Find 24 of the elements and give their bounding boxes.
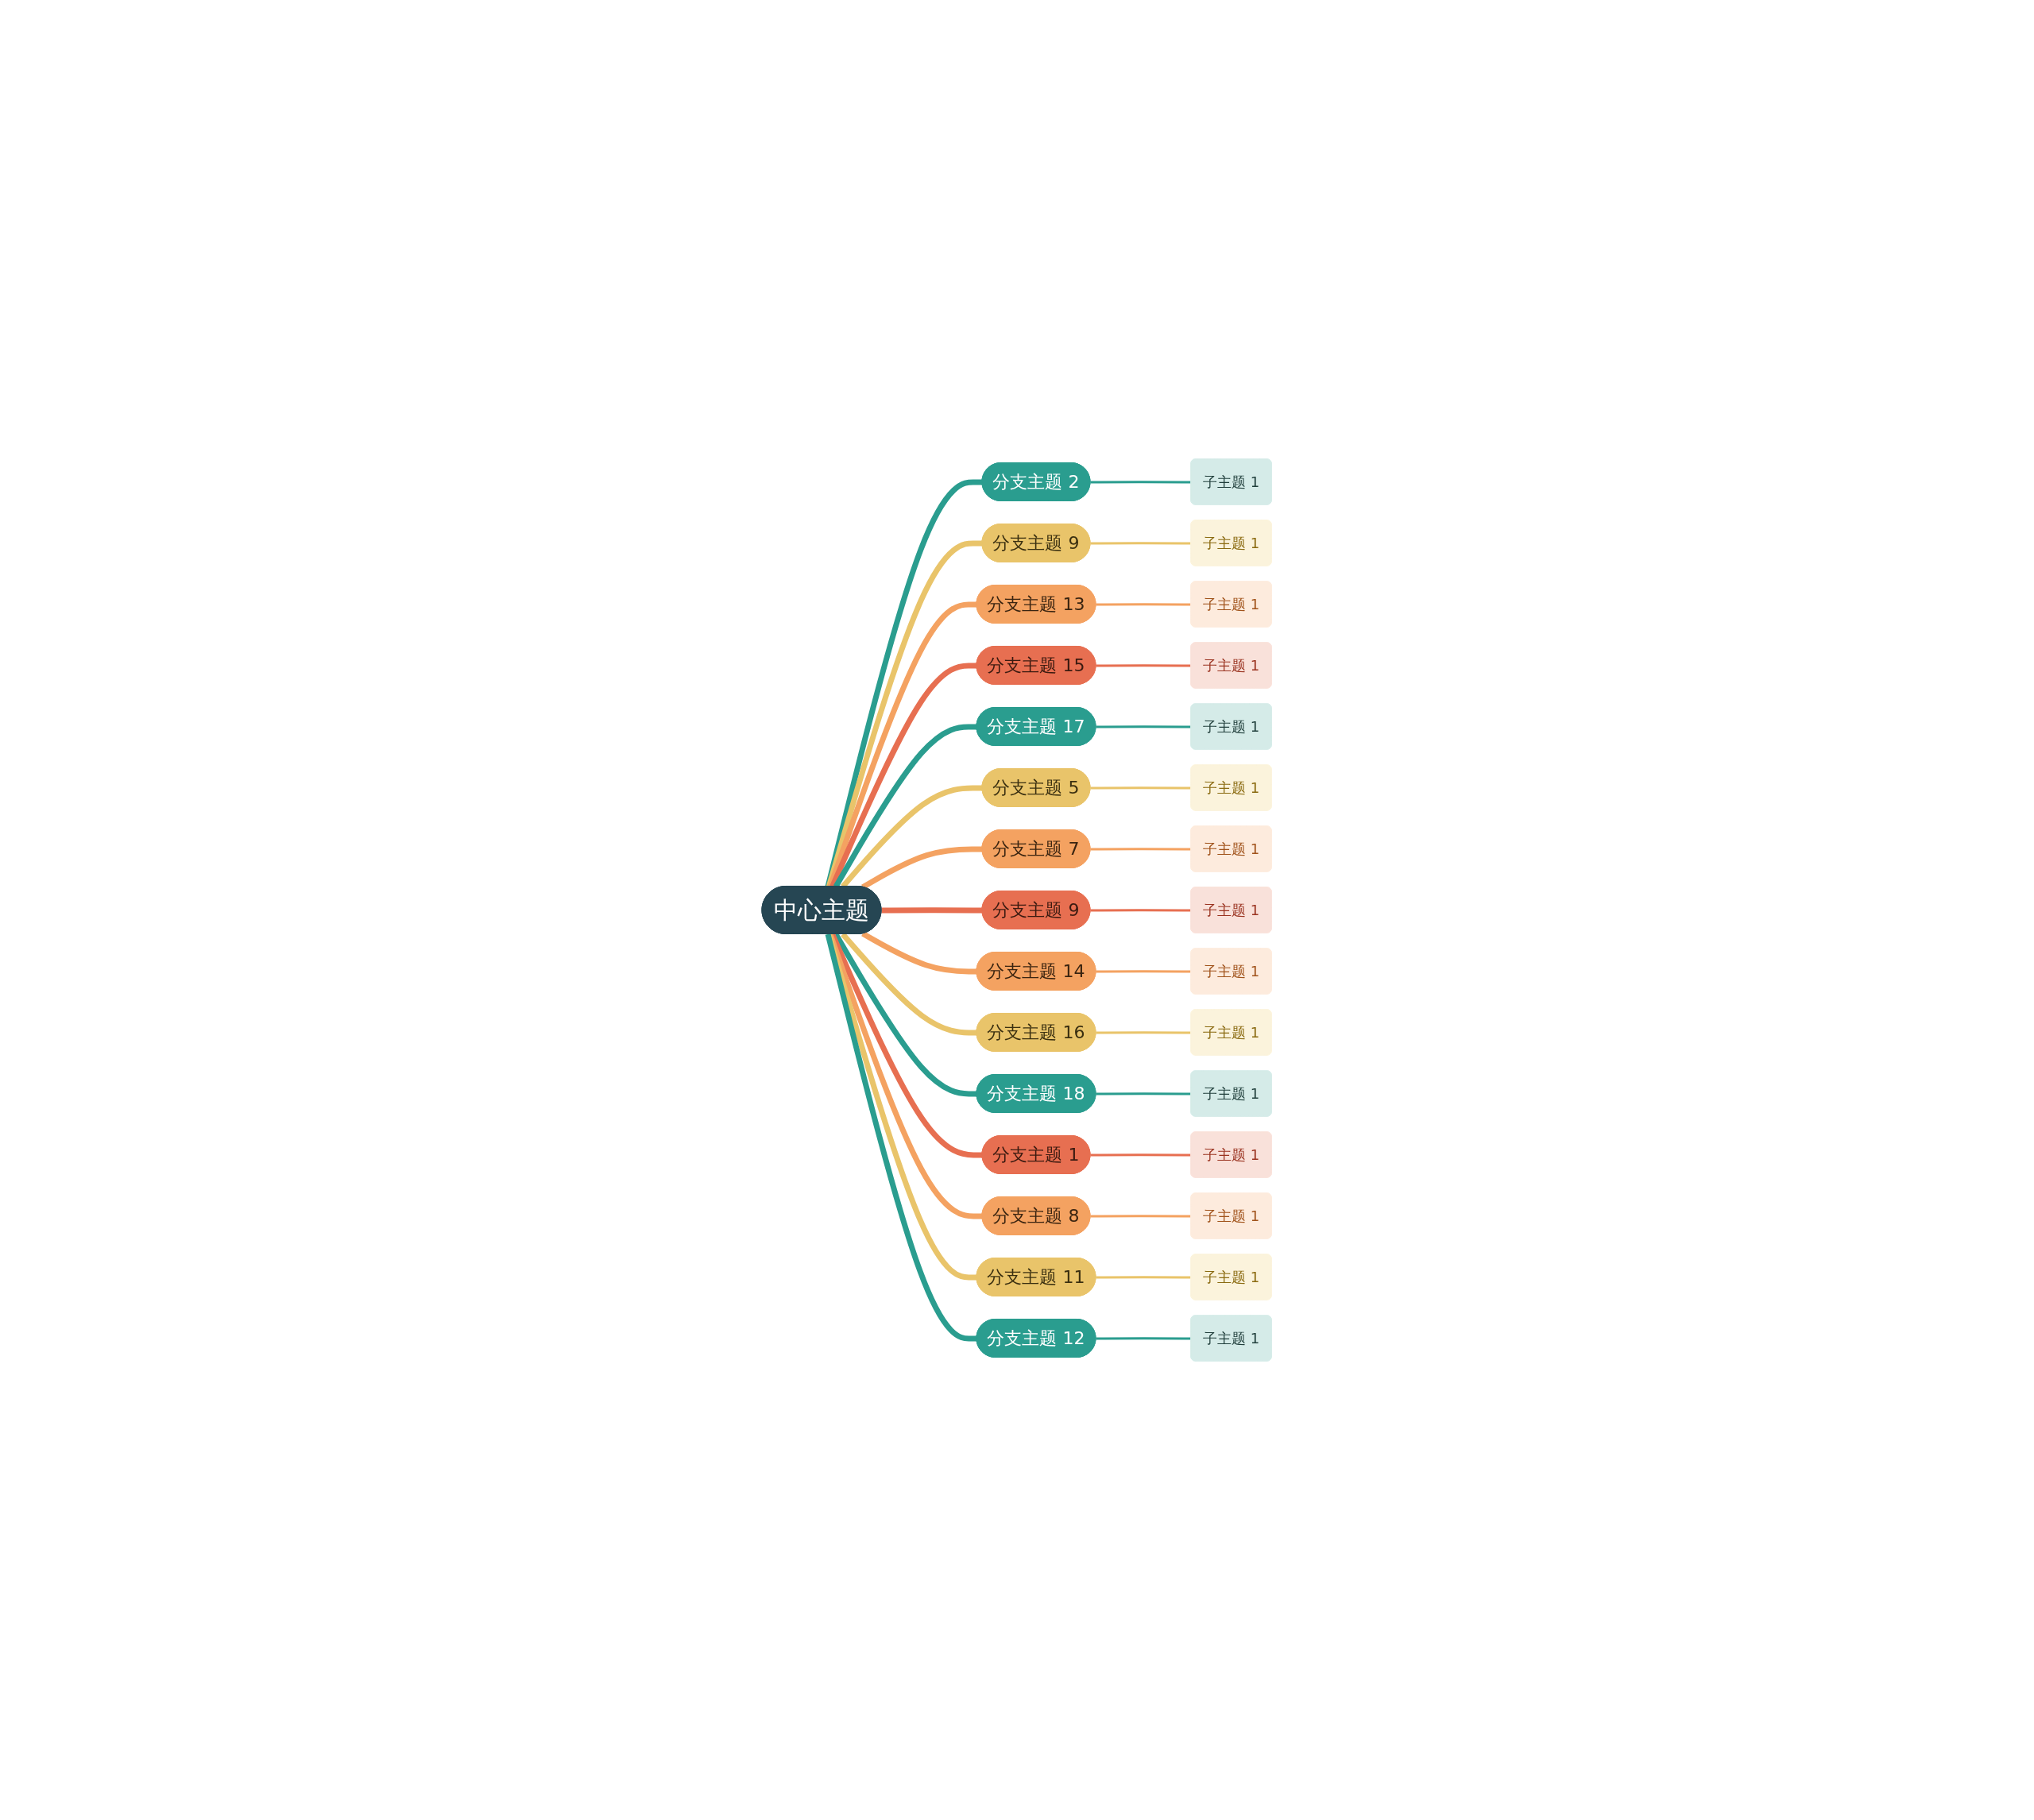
connector <box>826 540 983 887</box>
connector <box>861 846 983 890</box>
connector <box>1090 786 1192 790</box>
connector <box>1090 481 1192 484</box>
connector <box>1096 725 1192 728</box>
connector <box>1096 1337 1192 1340</box>
connector <box>1090 909 1192 912</box>
connector <box>861 931 977 975</box>
connector <box>881 907 983 914</box>
connector <box>841 785 983 889</box>
connector <box>1096 970 1192 973</box>
connector <box>1090 1153 1192 1157</box>
connector <box>1096 603 1192 606</box>
connector <box>826 479 983 887</box>
connector <box>1096 1031 1192 1034</box>
connector <box>1090 1215 1192 1218</box>
connector <box>1096 664 1192 667</box>
connector <box>1090 848 1192 851</box>
connector <box>826 933 977 1342</box>
connector <box>1096 1092 1192 1095</box>
connector <box>833 933 977 1097</box>
connector <box>1096 1276 1192 1279</box>
connector <box>1090 542 1192 545</box>
connector <box>841 932 977 1036</box>
